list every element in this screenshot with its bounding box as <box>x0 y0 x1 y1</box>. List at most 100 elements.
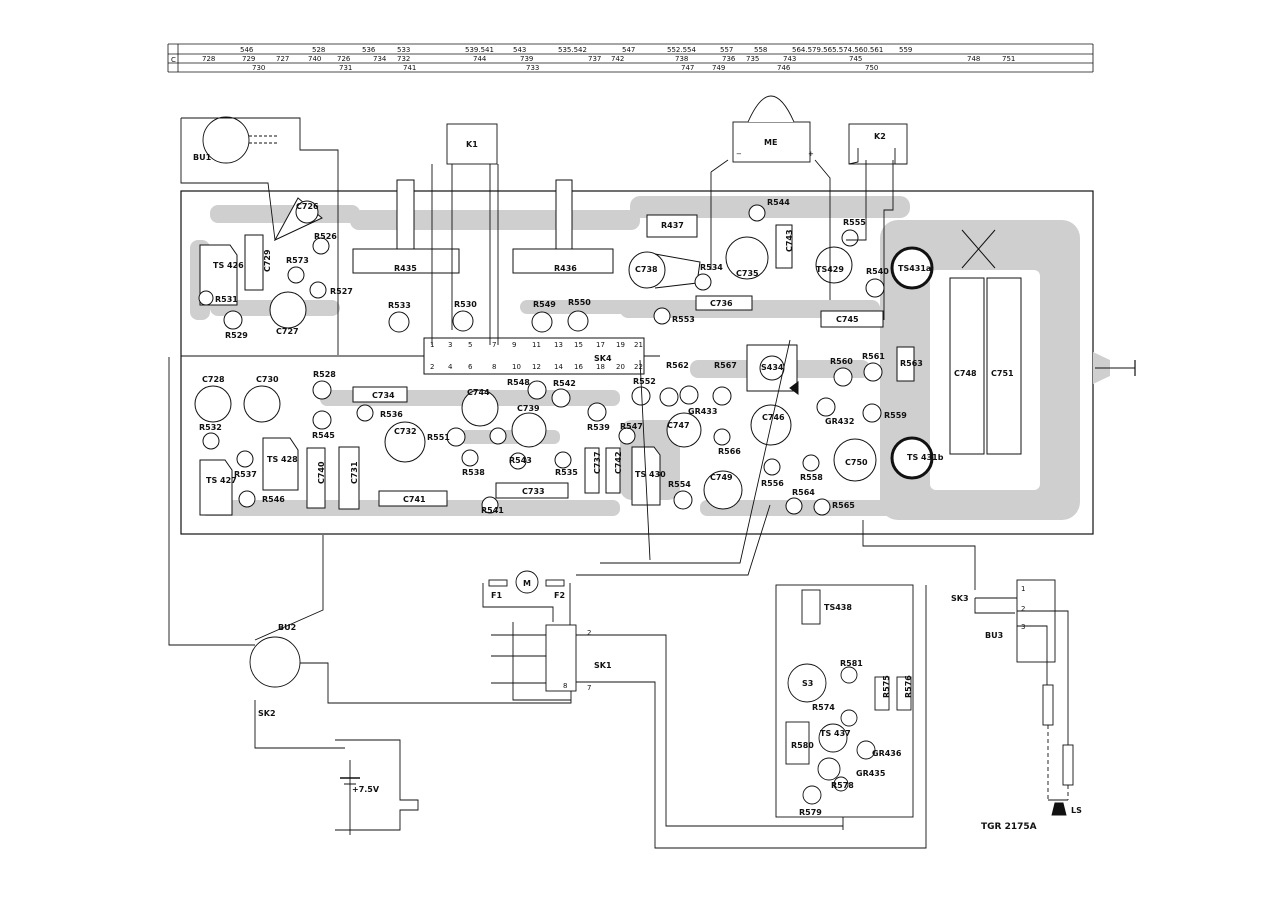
label-k2: K2 <box>874 132 886 141</box>
label-gr432: GR432 <box>825 417 854 426</box>
label-r573: R573 <box>286 256 309 265</box>
reference-strip <box>167 43 1094 73</box>
label-r529: R529 <box>225 331 248 340</box>
ref-bot: 731 <box>339 64 352 72</box>
label-r541: R541 <box>481 506 504 515</box>
svg-text:22: 22 <box>634 363 643 371</box>
label-r554: R554 <box>668 480 691 489</box>
label-c750: C750 <box>845 458 868 467</box>
ref-mid: 740 <box>308 55 321 63</box>
label-c730: C730 <box>256 375 279 384</box>
label-f1: F1 <box>491 591 502 600</box>
label-c740: C740 <box>317 461 326 484</box>
svg-text:2: 2 <box>1021 605 1025 613</box>
svg-text:2: 2 <box>430 363 434 371</box>
svg-text:21: 21 <box>634 341 643 349</box>
label-f2: F2 <box>554 591 565 600</box>
label-r534: R534 <box>700 263 723 272</box>
label-r530: R530 <box>454 300 477 309</box>
label-r527: R527 <box>330 287 353 296</box>
label-ts438: TS438 <box>824 603 852 612</box>
label-r576: R576 <box>904 675 913 698</box>
ref-top: 536 <box>362 46 376 54</box>
ref-top: 559 <box>899 46 912 54</box>
ref-mid: 729 <box>242 55 255 63</box>
label-ts426: TS 426 <box>213 261 244 270</box>
label-r552: R552 <box>633 377 656 386</box>
component-labels: C726 R526 R573 R527 C729 TS 426 R531 R52… <box>199 198 1014 817</box>
label-r575: R575 <box>882 675 891 698</box>
svg-text:−: − <box>736 150 742 158</box>
label-r532: R532 <box>199 423 222 432</box>
label-r555: R555 <box>843 218 866 227</box>
svg-text:12: 12 <box>532 363 541 371</box>
label-c745: C745 <box>836 315 859 324</box>
label-r581: R581 <box>840 659 863 668</box>
label-r545: R545 <box>312 431 335 440</box>
svg-text:7: 7 <box>587 684 591 692</box>
label-r558: R558 <box>800 473 823 482</box>
ref-mid: 726 <box>337 55 351 63</box>
label-sk4: SK4 <box>594 354 612 363</box>
ref-row-label: C <box>171 56 176 64</box>
ref-mid: 744 <box>473 55 487 63</box>
label-c744: C744 <box>467 388 490 397</box>
svg-text:18: 18 <box>596 363 605 371</box>
ref-mid: 728 <box>202 55 215 63</box>
ref-mid: 734 <box>373 55 387 63</box>
label-r578: R578 <box>831 781 854 790</box>
ref-top: 552.554 <box>667 46 696 54</box>
label-ts428: TS 428 <box>267 455 298 464</box>
label-c746: C746 <box>762 413 785 422</box>
label-r549: R549 <box>533 300 556 309</box>
svg-text:4: 4 <box>448 363 453 371</box>
label-motor: M <box>523 579 531 588</box>
label-ts429: TS429 <box>816 265 844 274</box>
label-c726: C726 <box>296 202 319 211</box>
label-c738: C738 <box>635 265 658 274</box>
ref-top: 533 <box>397 46 410 54</box>
label-me: ME <box>764 138 777 147</box>
label-c741: C741 <box>403 495 426 504</box>
label-r551: R551 <box>427 433 450 442</box>
label-s3: S3 <box>802 679 813 688</box>
svg-text:13: 13 <box>554 341 563 349</box>
ref-mid: 738 <box>675 55 688 63</box>
svg-text:9: 9 <box>512 341 516 349</box>
label-ts431a: TS431a <box>898 264 931 273</box>
ref-bot: 741 <box>403 64 416 72</box>
label-c736: C736 <box>710 299 733 308</box>
label-c748: C748 <box>954 369 977 378</box>
label-c728: C728 <box>202 375 225 384</box>
svg-text:20: 20 <box>616 363 625 371</box>
ref-mid: 727 <box>276 55 289 63</box>
svg-text:2: 2 <box>587 629 591 637</box>
top-section <box>198 179 1022 455</box>
label-r543: R543 <box>509 456 532 465</box>
wiring <box>168 95 1074 849</box>
ref-top: 535.542 <box>558 46 587 54</box>
label-r540: R540 <box>866 267 889 276</box>
ref-mid: 736 <box>722 55 736 63</box>
label-r531: R531 <box>215 295 238 304</box>
label-bu2: BU2 <box>278 623 296 632</box>
ref-mid: 751 <box>1002 55 1015 63</box>
label-c735: C735 <box>736 269 759 278</box>
ref-mid: 739 <box>520 55 533 63</box>
label-ls: LS <box>1071 806 1082 815</box>
svg-text:17: 17 <box>596 341 605 349</box>
ref-top: 547 <box>622 46 635 54</box>
label-r548: R548 <box>507 378 530 387</box>
label-r563: R563 <box>900 359 923 368</box>
label-bu1: BU1 <box>193 153 212 162</box>
label-r539: R539 <box>587 423 610 432</box>
svg-text:7: 7 <box>492 341 496 349</box>
svg-text:8: 8 <box>563 682 567 690</box>
ref-top: 564.579.565.574.560.561 <box>792 46 883 54</box>
label-c732: C732 <box>394 427 417 436</box>
svg-text:16: 16 <box>574 363 583 371</box>
label-r564: R564 <box>792 488 815 497</box>
ref-bot: 750 <box>865 64 878 72</box>
ref-top: 558 <box>754 46 767 54</box>
